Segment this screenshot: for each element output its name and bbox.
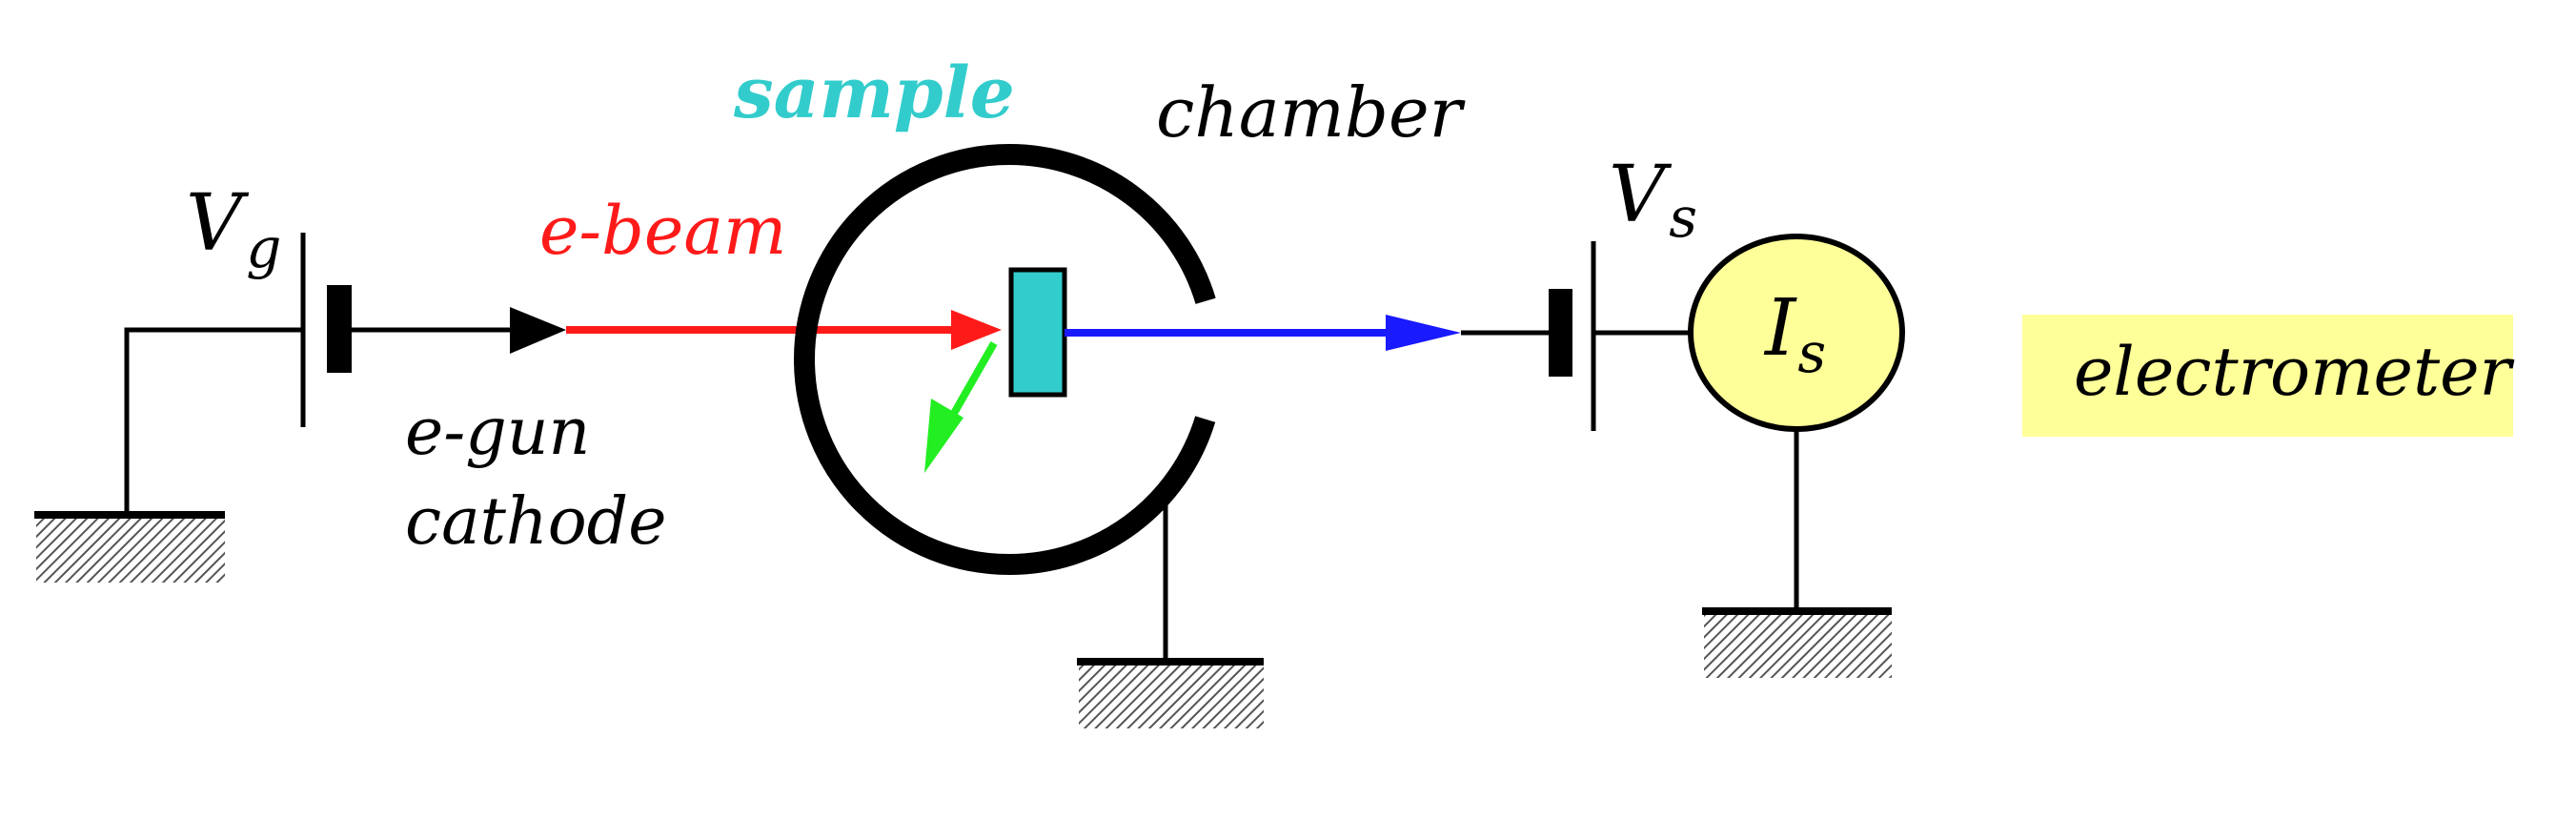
electrometer-box xyxy=(2022,315,2513,437)
left-circuit xyxy=(34,233,566,583)
egun-label-line2: cathode xyxy=(405,484,666,560)
vg-label: Vg xyxy=(186,178,281,280)
sample-block xyxy=(1008,267,1067,398)
chamber-label: chamber xyxy=(1156,72,1466,153)
sample-label: sample xyxy=(733,52,1015,134)
vs-short-plate xyxy=(1549,289,1572,377)
current-meter xyxy=(1688,234,1905,678)
left-wire xyxy=(124,327,303,515)
vg-short-plate xyxy=(327,285,352,373)
ebeam-label: e-beam xyxy=(539,192,786,270)
chamber-ring xyxy=(794,144,1225,575)
left-ground-hatch xyxy=(36,519,225,583)
chamber-ground-hatch xyxy=(1079,665,1264,728)
electrometer-label: electrometer xyxy=(2074,333,2515,411)
is-label: Is xyxy=(1763,283,1826,385)
egun-arrowhead xyxy=(510,307,566,354)
egun-label-line1: e-gun xyxy=(405,395,590,470)
secondary-electron-arrow xyxy=(924,341,998,473)
vs-label: Vs xyxy=(1609,150,1697,250)
sample-current-arrowhead xyxy=(1386,315,1461,351)
vs-battery xyxy=(1549,241,1691,431)
meter-circle xyxy=(1688,234,1905,432)
meter-ground-hatch xyxy=(1704,615,1892,678)
electron-beam xyxy=(566,310,1002,350)
ebeam-arrowhead xyxy=(951,310,1002,350)
chamber xyxy=(794,144,1264,728)
sample-current xyxy=(1065,315,1549,351)
